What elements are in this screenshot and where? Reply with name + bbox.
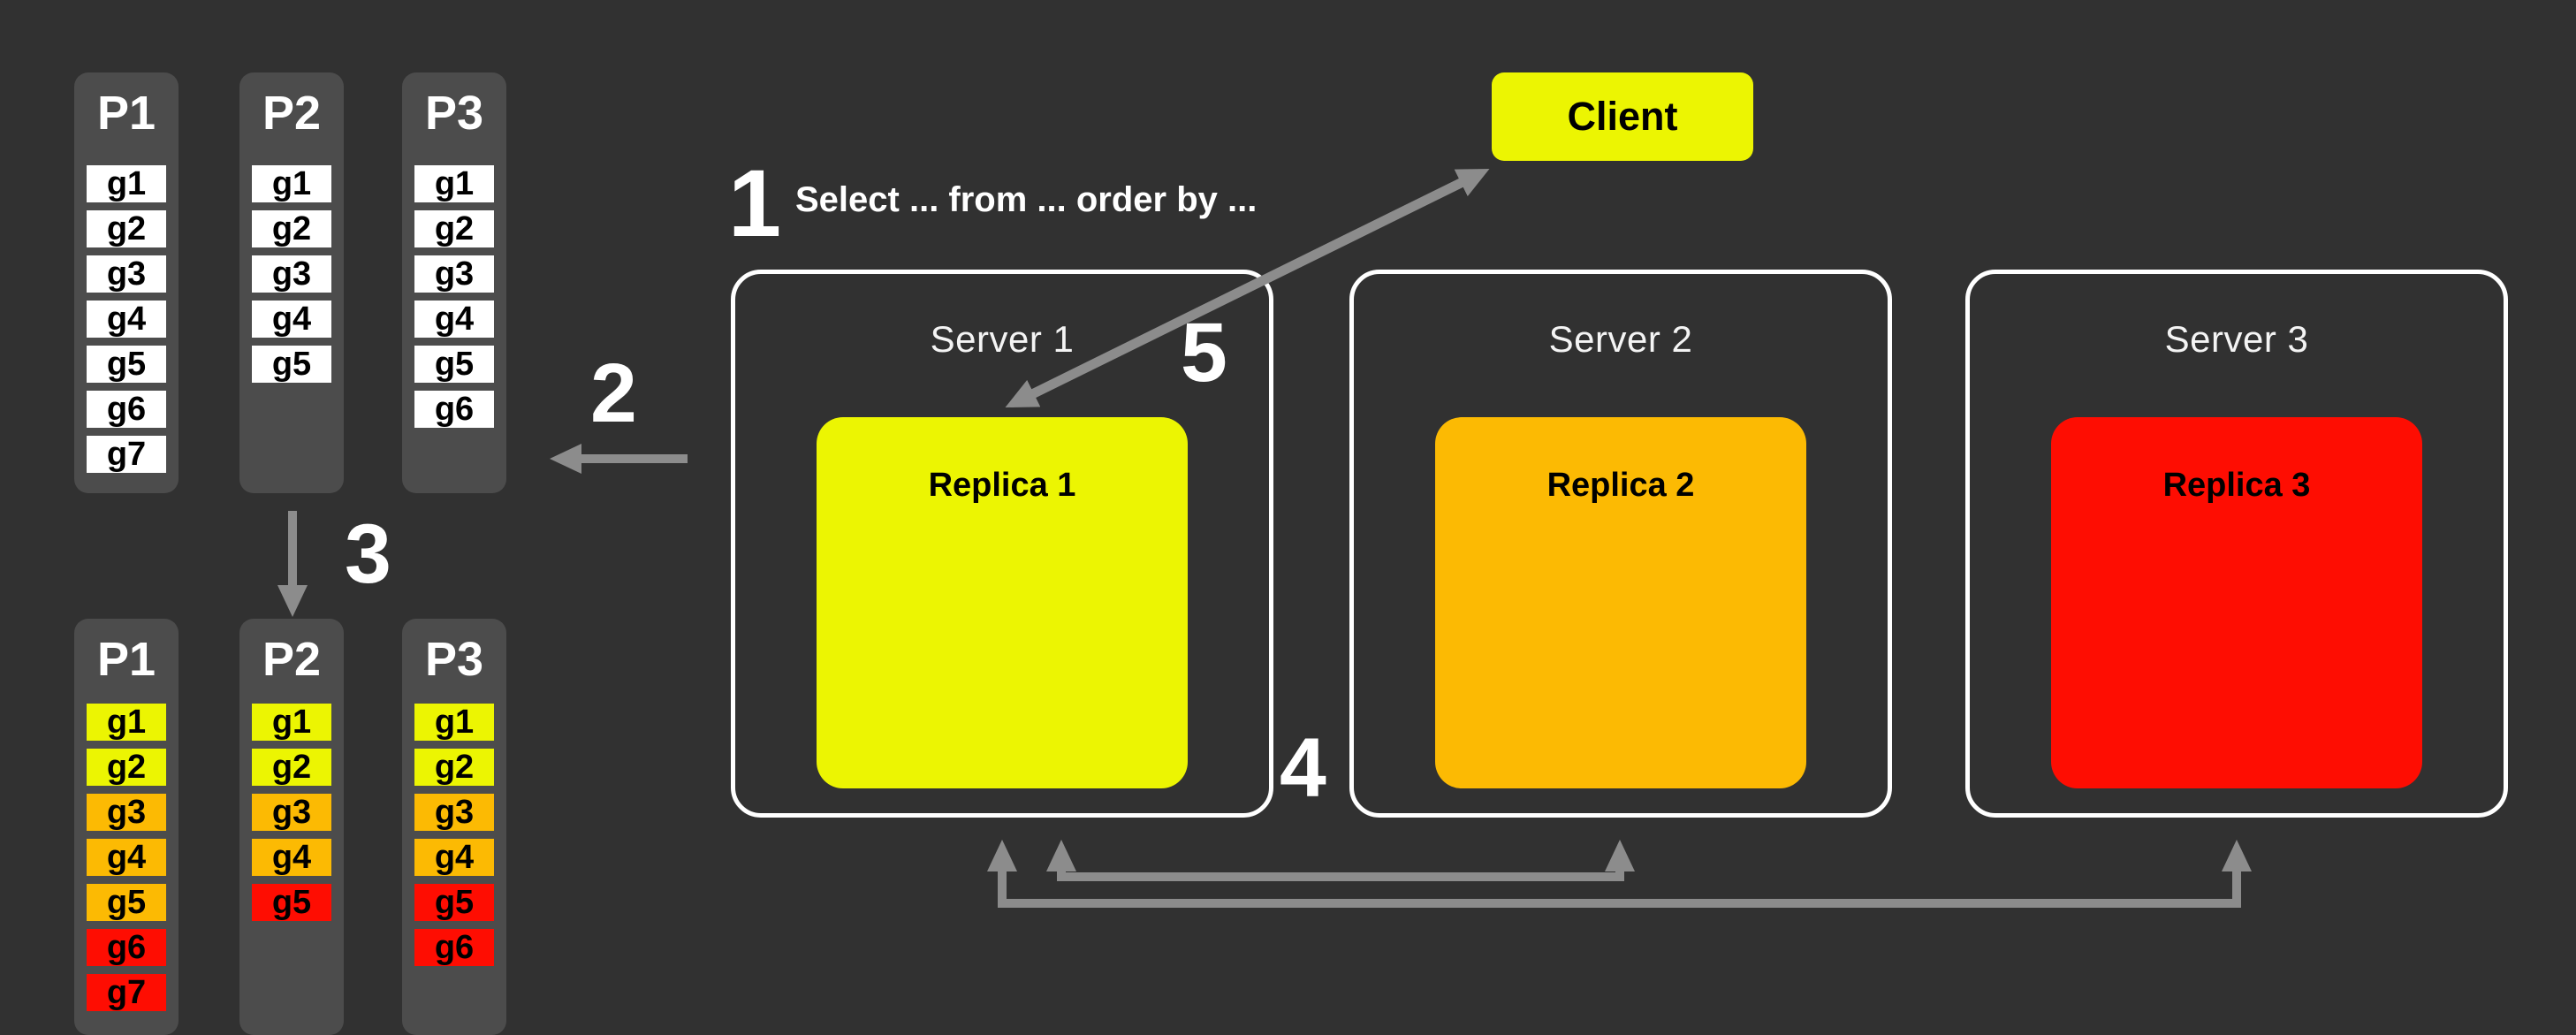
partition-cell: g4 [252,301,331,338]
replica-2-label: Replica 2 [1546,467,1695,504]
partition-cell: g6 [414,391,494,428]
partition-label: P1 [96,87,156,140]
partition-column-sorted-p3: P3 g1 g2 g3 g4 g5 g6 [402,619,506,1035]
partition-cell: g7 [87,974,166,1011]
partition-label: P3 [424,87,484,140]
replica-2-box: Replica 2 [1435,417,1806,788]
step-3-number: 3 [345,507,391,601]
step-1-number: 1 [728,149,782,256]
partition-cell: g3 [87,255,166,293]
step-5-number: 5 [1181,306,1227,400]
server1-server2-arrow [1046,840,1635,881]
partition-cell: g1 [87,704,166,741]
partition-column-unsorted-p2: P2 g1 g2 g3 g4 g5 [239,72,344,493]
partition-cell: g2 [414,210,494,247]
partition-cell: g4 [252,839,331,876]
partition-cell: g3 [252,794,331,831]
partition-cell: g2 [414,749,494,786]
partition-cell: g4 [414,839,494,876]
partition-label: P1 [96,633,156,686]
partition-cell: g4 [87,839,166,876]
partition-label: P2 [262,87,322,140]
partition-cell: g1 [87,165,166,202]
replica-3-box: Replica 3 [2051,417,2422,788]
partition-cell: g5 [252,346,331,383]
partition-column-unsorted-p3: P3 g1 g2 g3 g4 g5 g6 [402,72,506,493]
partition-cell: g5 [414,884,494,921]
client-box: Client [1492,72,1753,161]
partition-cell: g5 [414,346,494,383]
partition-cell: g6 [414,929,494,966]
step-2-number: 2 [590,346,637,440]
partition-cell: g7 [87,436,166,473]
partition-cell: g6 [87,391,166,428]
partition-cell: g5 [87,346,166,383]
server-3-label: Server 3 [2164,318,2309,360]
partition-cell: g4 [87,301,166,338]
partition-cell: g5 [252,884,331,921]
client-label: Client [1567,94,1678,139]
partition-cell: g6 [87,929,166,966]
partition-column-sorted-p2: P2 g1 g2 g3 g4 g5 [239,619,344,1035]
partition-cell: g1 [252,704,331,741]
partition-cell: g1 [414,165,494,202]
partition-label: P3 [424,633,484,686]
partition-cell: g5 [87,884,166,921]
partition-cell: g2 [252,749,331,786]
partition-cell: g3 [414,255,494,293]
server-1-box: Server 1 Replica 1 [731,270,1273,818]
step-4-number: 4 [1280,721,1326,815]
server-3-box: Server 3 Replica 3 [1965,270,2508,818]
replica-3-label: Replica 3 [2162,467,2311,504]
partition-cell: g1 [414,704,494,741]
partition-cell: g2 [87,210,166,247]
server-2-box: Server 2 Replica 2 [1349,270,1892,818]
replica-1-box: Replica 1 [817,417,1188,788]
partition-cell: g1 [252,165,331,202]
partition-cell: g3 [252,255,331,293]
partition-cell: g3 [87,794,166,831]
partition-cell: g4 [414,301,494,338]
replica-1-label: Replica 1 [928,467,1076,504]
partition-column-sorted-p1: P1 g1 g2 g3 g4 g5 g6 g7 [74,619,179,1035]
server1-server3-arrow [987,840,2252,908]
server-2-label: Server 2 [1548,318,1693,360]
query-text: Select ... from ... order by ... [795,180,1258,219]
partition-column-unsorted-p1: P1 g1 g2 g3 g4 g5 g6 g7 [74,72,179,493]
partition-label: P2 [262,633,322,686]
partition-cell: g2 [87,749,166,786]
partition-cell: g2 [252,210,331,247]
partition-cell: g3 [414,794,494,831]
